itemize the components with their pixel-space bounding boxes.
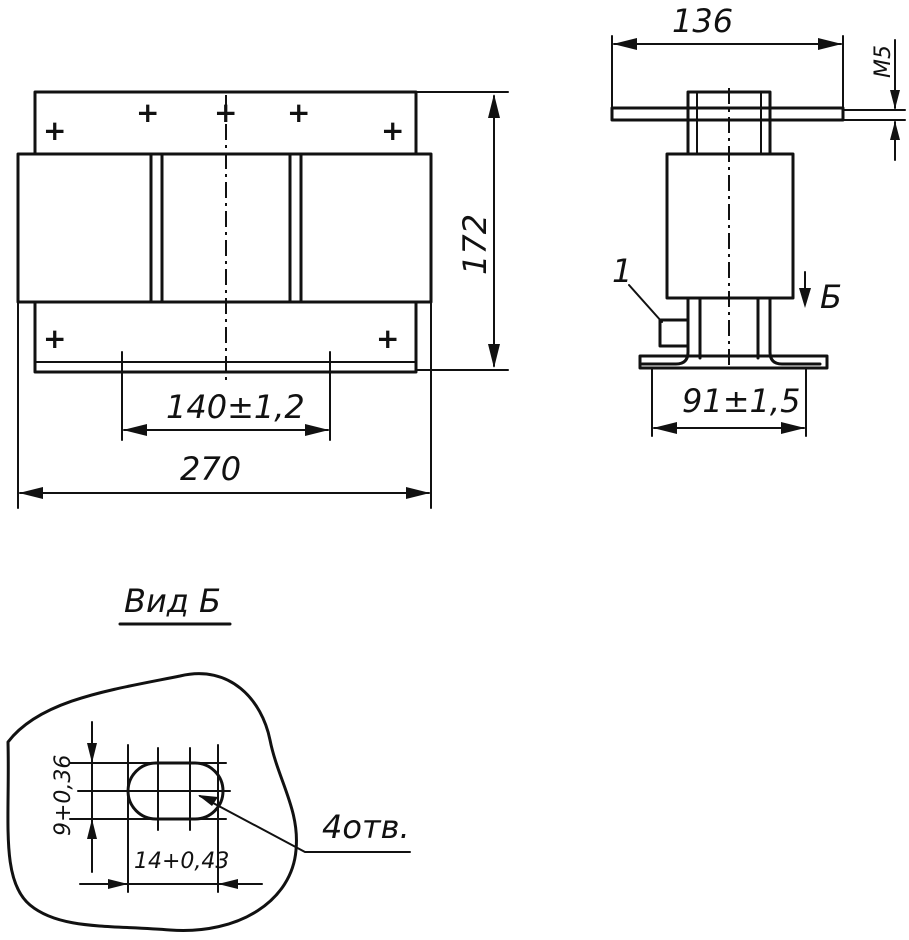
arrow-head xyxy=(890,90,900,109)
dim-thread: M5 xyxy=(871,45,896,78)
holes-note: 4отв. xyxy=(322,808,410,846)
view-b-title: Вид Б xyxy=(124,582,221,620)
arrow-head xyxy=(613,38,637,50)
view-arrow-head xyxy=(799,288,811,308)
arrow-head xyxy=(87,743,97,763)
arrow-head xyxy=(123,424,147,436)
arrow-head xyxy=(87,819,97,839)
arrow-head xyxy=(488,344,500,368)
arrow-head xyxy=(818,38,842,50)
callout-1: 1 xyxy=(612,252,632,290)
view-arrow-label: Б xyxy=(820,278,842,316)
arrow-head xyxy=(890,121,900,140)
dim-overall-width: 270 xyxy=(180,450,241,488)
dim-top-width: 136 xyxy=(672,2,733,40)
fastener-mark: + xyxy=(381,114,404,147)
break-outline xyxy=(6,672,298,932)
dim-mount-spacing: 140±1,2 xyxy=(166,388,305,426)
view-b: Вид Б 9+0,36 14+0,43 4отв. xyxy=(6,582,411,932)
arrow-head xyxy=(406,487,430,499)
arrow-head xyxy=(653,422,677,434)
leader-line xyxy=(628,284,663,323)
holes-leader xyxy=(199,795,411,853)
dim-slot-width: 14+0,43 xyxy=(134,849,229,874)
fastener-mark: + xyxy=(287,96,310,129)
dim-slot-height: 9+0,36 xyxy=(51,755,76,836)
fastener-mark: + xyxy=(376,322,399,355)
fastener-mark: + xyxy=(214,96,237,129)
dim-height-172: 172 xyxy=(456,214,494,275)
arrow-head xyxy=(305,424,329,436)
fastener-mark: + xyxy=(43,114,66,147)
arrow-head xyxy=(488,94,500,118)
left-leg xyxy=(640,296,690,366)
base-plate-side xyxy=(638,354,829,370)
side-view: 1 Б 136 M5 91±1,5 xyxy=(610,2,906,437)
front-view: + + + + + + + 172 140±1,2 270 xyxy=(16,90,509,509)
arrow-head xyxy=(198,795,218,806)
fastener-mark: + xyxy=(136,96,159,129)
top-plate-side xyxy=(610,106,845,122)
arrow-head xyxy=(108,879,128,889)
right-leg xyxy=(768,296,822,366)
terminal-block xyxy=(658,318,690,348)
arrow-head xyxy=(218,879,238,889)
core-body xyxy=(16,152,433,304)
arrow-head xyxy=(781,422,805,434)
arrow-head xyxy=(19,487,43,499)
fastener-mark: + xyxy=(43,322,66,355)
dim-base-width: 91±1,5 xyxy=(682,382,800,420)
